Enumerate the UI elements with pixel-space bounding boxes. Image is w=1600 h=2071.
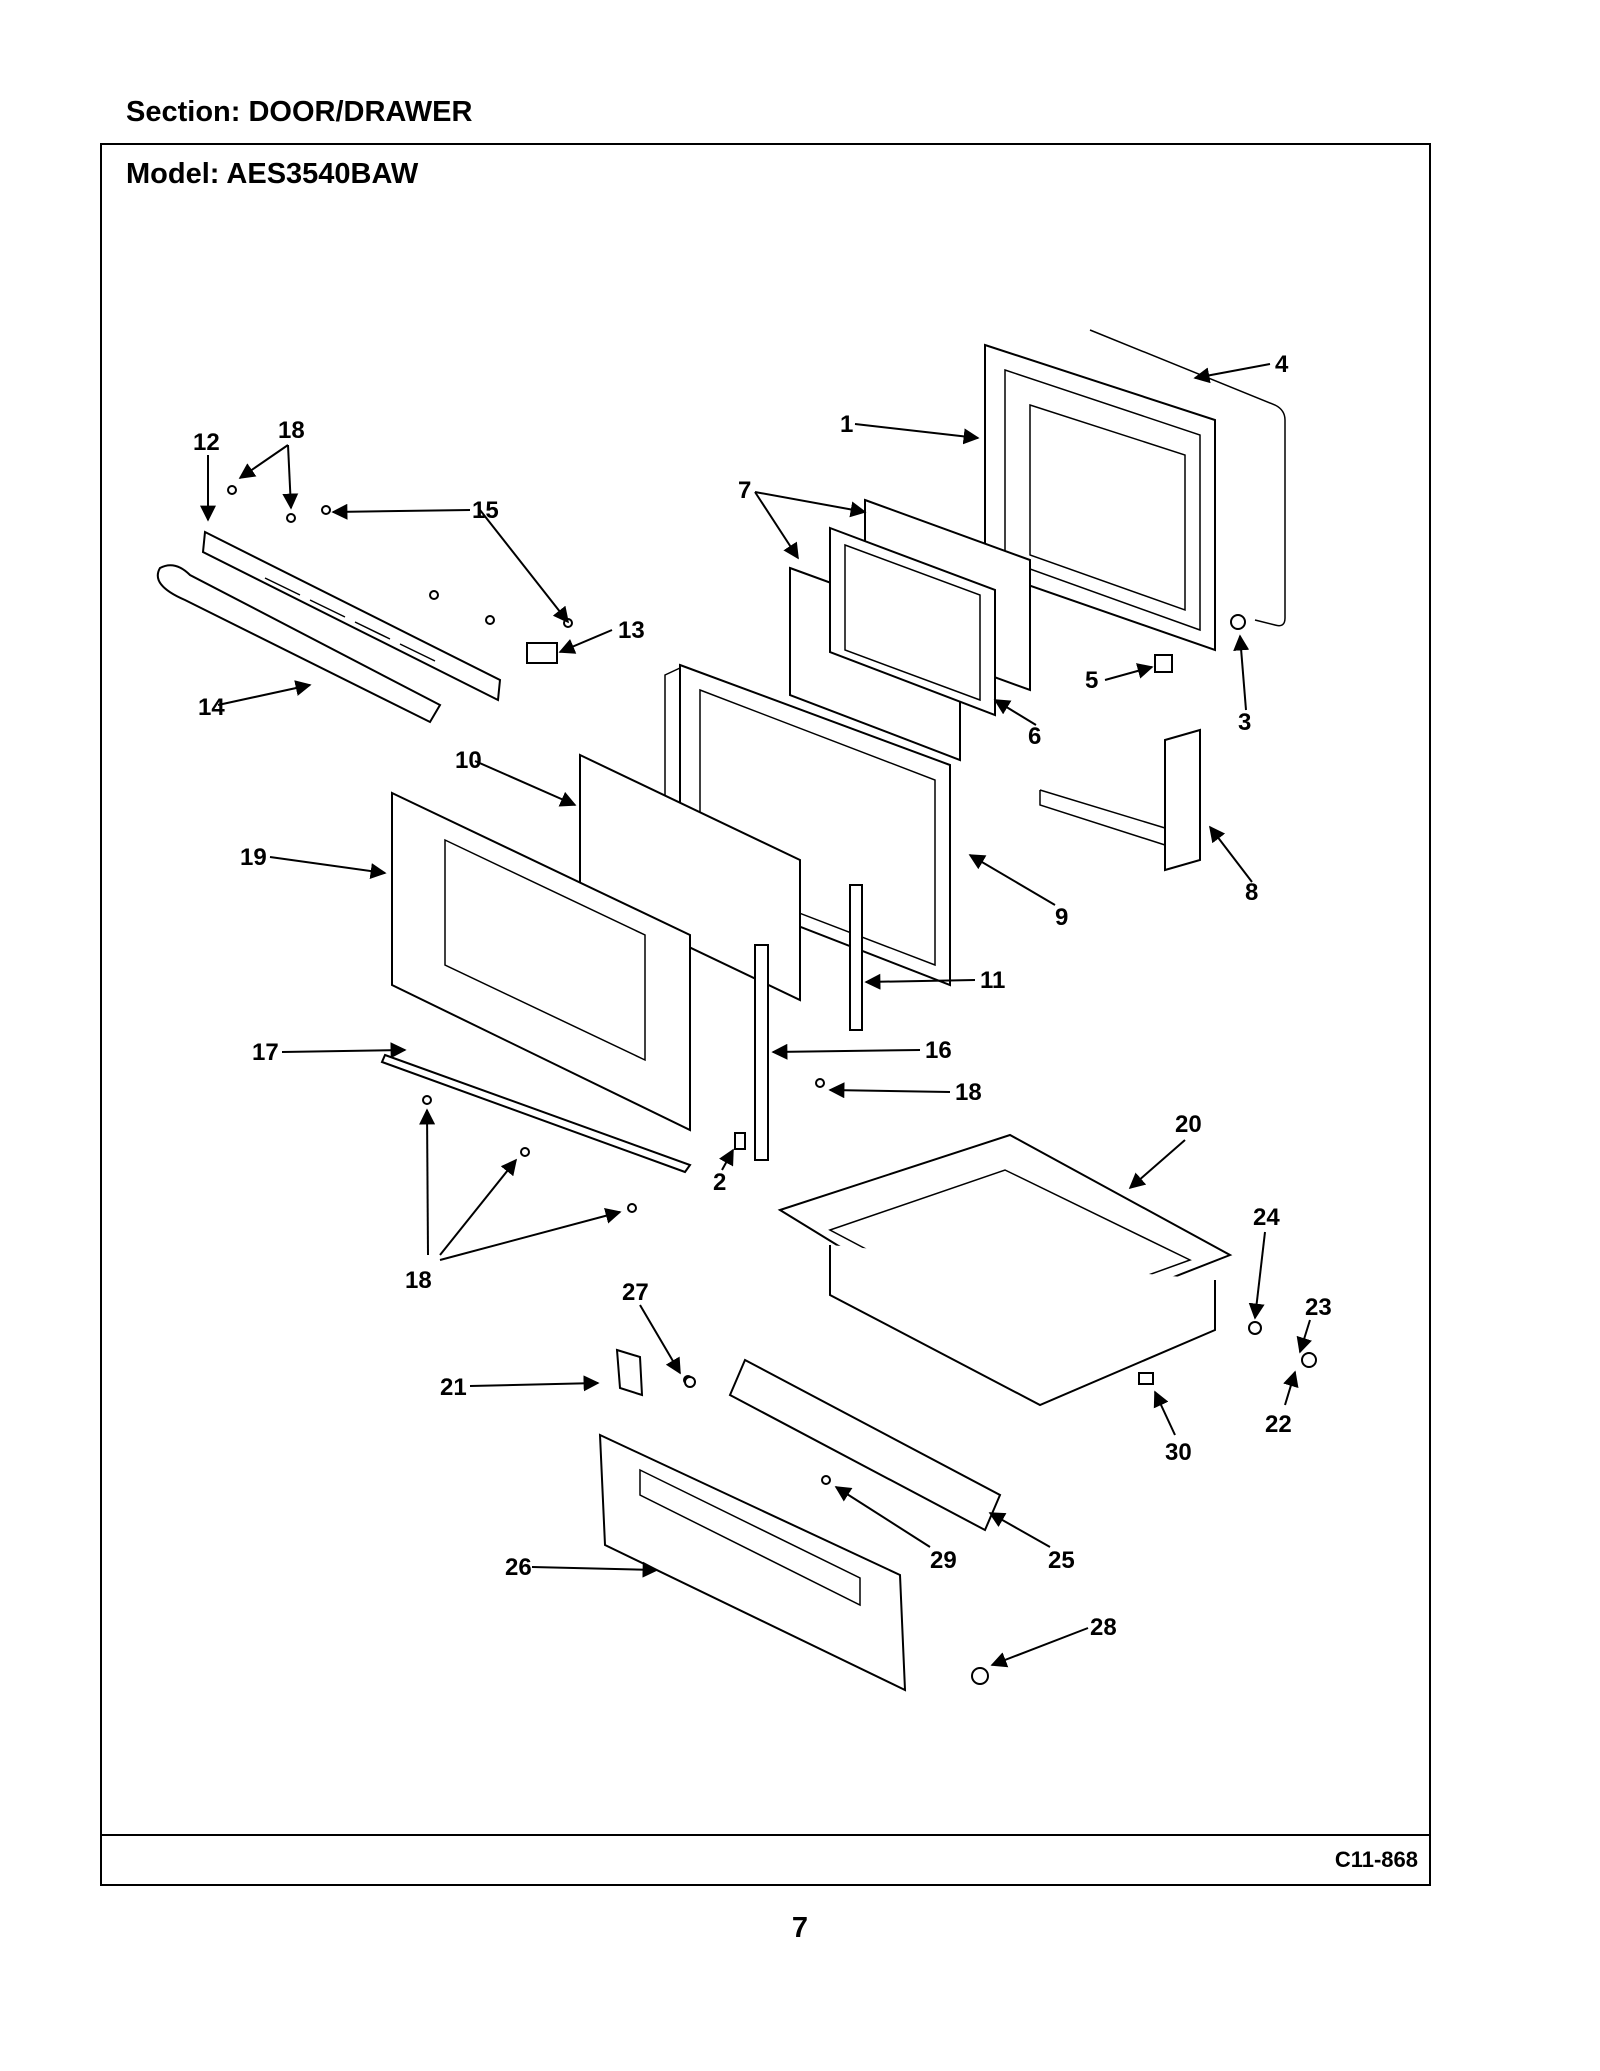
part-13-hinge-clip (526, 642, 558, 664)
part-22-23-24-30-hardware (1138, 1321, 1317, 1385)
callout-10: 10 (455, 747, 482, 774)
callout-18-top: 18 (278, 417, 305, 444)
part-28-nut (971, 1667, 989, 1685)
leader-lines (200, 363, 1312, 1668)
part-12-vent-trim (201, 530, 502, 702)
callout-8: 8 (1245, 879, 1258, 906)
part-26-drawer-front (598, 1433, 907, 1692)
callout-9: 9 (1055, 904, 1068, 931)
callout-6: 6 (1028, 723, 1041, 750)
part-8-insulation (1039, 728, 1201, 872)
callout-26: 26 (505, 1554, 532, 1581)
part-21-bracket (615, 1348, 644, 1397)
callout-1: 1 (840, 411, 853, 438)
callout-19: 19 (240, 844, 267, 871)
model-title: Model: AES3540BAW (126, 158, 419, 190)
diagram-code: C11-868 (1334, 1847, 1418, 1872)
part-27-screw (684, 1376, 696, 1388)
part-3-screw (1230, 614, 1246, 630)
callout-15: 15 (472, 497, 499, 524)
callout-12: 12 (193, 429, 220, 456)
part-2-stop (734, 1132, 746, 1150)
callout-17: 17 (252, 1039, 279, 1066)
page-number: 7 (791, 1912, 809, 1944)
callout-labels: 1 2 3 4 5 6 7 8 9 10 11 12 13 14 15 16 1… (193, 351, 1332, 1641)
part-4-door-gasket (1089, 329, 1286, 627)
part-5-spacer (1154, 654, 1173, 673)
callout-21: 21 (440, 1374, 467, 1401)
part-20-drawer (777, 1133, 1233, 1407)
callout-3: 3 (1238, 709, 1251, 736)
callout-2: 2 (713, 1169, 726, 1196)
section-title: Section: DOOR/DRAWER (126, 96, 473, 128)
callout-27: 27 (622, 1279, 649, 1306)
part-14-door-handle (156, 564, 442, 724)
callout-7: 7 (738, 477, 751, 504)
part-6-glass-pack (829, 526, 996, 717)
callout-14: 14 (198, 694, 225, 721)
part-19-outer-door (391, 791, 691, 1132)
part-17-bottom-trim (380, 1053, 692, 1174)
part-16-door-channel (754, 944, 769, 1161)
callout-13: 13 (618, 617, 645, 644)
part-10-glass (579, 753, 801, 1002)
callout-24: 24 (1253, 1204, 1280, 1231)
callout-28: 28 (1090, 1614, 1117, 1641)
callout-23: 23 (1305, 1294, 1332, 1321)
callout-4: 4 (1275, 351, 1289, 378)
callout-18-bottom: 18 (405, 1267, 432, 1294)
callout-5: 5 (1085, 667, 1098, 694)
part-11-door-channel (849, 884, 863, 1031)
footer-divider (100, 1834, 1431, 1836)
callout-20: 20 (1175, 1111, 1202, 1138)
callout-11: 11 (980, 967, 1005, 994)
callout-30: 30 (1165, 1439, 1192, 1466)
callout-16: 16 (925, 1037, 952, 1064)
callout-29: 29 (930, 1547, 957, 1574)
part-25-drawer-glide (728, 1358, 1002, 1532)
diagram-frame (100, 143, 1431, 1886)
part-1-inner-door-liner (984, 343, 1216, 652)
callout-22: 22 (1265, 1411, 1292, 1438)
callout-25: 25 (1048, 1547, 1075, 1574)
callout-18-mid: 18 (955, 1079, 982, 1106)
